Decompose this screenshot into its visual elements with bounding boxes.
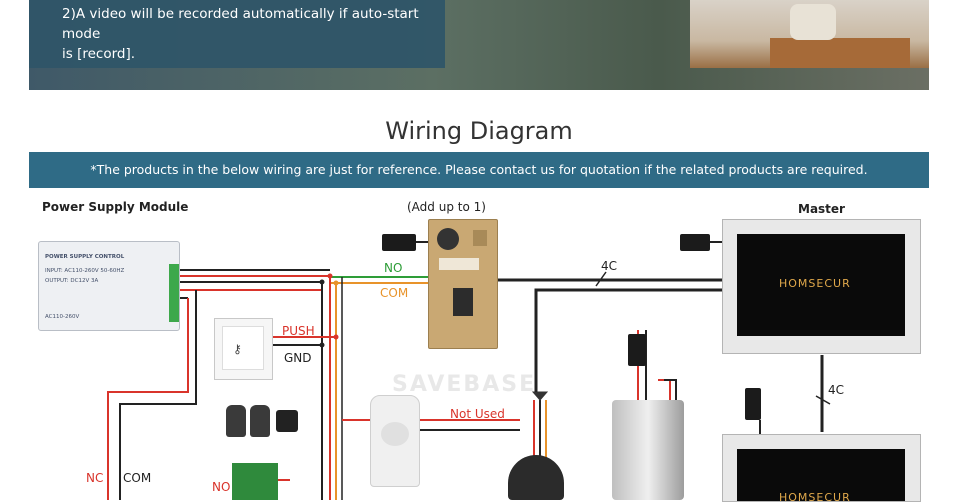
left-black-loop (119, 290, 197, 500)
electric-lock (612, 400, 684, 500)
door-station (428, 219, 498, 349)
remote-1 (226, 405, 246, 437)
lock-adapter-black (664, 379, 677, 400)
no-label: NO (384, 261, 403, 275)
psu-title: POWER SUPPLY CONTROL (45, 254, 125, 260)
watermark: SAVEBASE (392, 372, 537, 397)
door-speaker-icon (473, 230, 487, 246)
door-power-adapter (382, 234, 416, 251)
lock-adapter-red (658, 379, 671, 400)
no-bottom-label: NO (212, 480, 231, 494)
key-icon: ⚷ (233, 342, 242, 356)
master-brand: HOMSECUR (779, 277, 851, 290)
pir-lens (381, 422, 409, 446)
master-label: Master (798, 202, 845, 216)
notice-bar (29, 152, 929, 188)
lock-power-adapter (628, 334, 646, 366)
banner-text: 2)A video will be recorded automatically… (62, 4, 432, 64)
photo-bed (770, 38, 910, 68)
notice-text: *The products in the below wiring are ju… (90, 162, 868, 177)
psu-input: INPUT: AC110-260V 50-60HZ (45, 268, 125, 274)
master-monitor: HOMSECUR (722, 219, 921, 354)
banner-textbox (29, 0, 445, 68)
slave-screen: HOMSECUR (737, 449, 905, 504)
receiver-board (232, 463, 278, 500)
remote-2 (250, 405, 270, 437)
bus-tick (595, 271, 607, 287)
not-used-label: Not Used (450, 407, 505, 421)
psu-terminal-block (169, 264, 179, 322)
camera (508, 455, 564, 500)
master-power-adapter (680, 234, 710, 251)
slave-brand: HOMSECUR (779, 491, 851, 504)
slave-monitor: HOMSECUR (722, 434, 921, 504)
door-camera-icon (437, 228, 459, 250)
push-label: PUSH (282, 324, 315, 338)
com-bottom-label: COM (123, 471, 152, 485)
psu-ac: AC110-260V (45, 314, 80, 320)
com-label: COM (380, 286, 409, 300)
slave-power-adapter (745, 388, 761, 420)
power-supply-label: Power Supply Module (42, 200, 189, 214)
left-red-loop (107, 298, 189, 500)
camera-junction (531, 391, 549, 401)
four-c-right-label: 4C (828, 383, 845, 397)
master-screen: HOMSECUR (737, 234, 905, 336)
master-to-camera (534, 288, 722, 392)
power-supply-module: POWER SUPPLY CONTROL INPUT: AC110-260V 5… (38, 241, 180, 331)
add-up-label: (Add up to 1) (407, 200, 486, 214)
photo-person (790, 4, 836, 40)
banner-line-1: 2)A video will be recorded automatically… (62, 6, 419, 42)
fingerprint-reader (453, 288, 473, 316)
nc-label: NC (86, 471, 104, 485)
exit-push-button-face: ⚷ (222, 326, 264, 370)
pir-sensor (370, 395, 420, 487)
four-c-top-label: 4C (601, 259, 618, 273)
door-nameplate (439, 258, 479, 270)
banner-line-2: is [record]. (62, 46, 136, 62)
section-title: Wiring Diagram (385, 117, 573, 145)
remote-receiver-box (276, 410, 298, 432)
gnd-label: GND (284, 351, 312, 365)
monitor-link-tick (815, 395, 831, 405)
psu-output: OUTPUT: DC12V 3A (45, 278, 99, 284)
